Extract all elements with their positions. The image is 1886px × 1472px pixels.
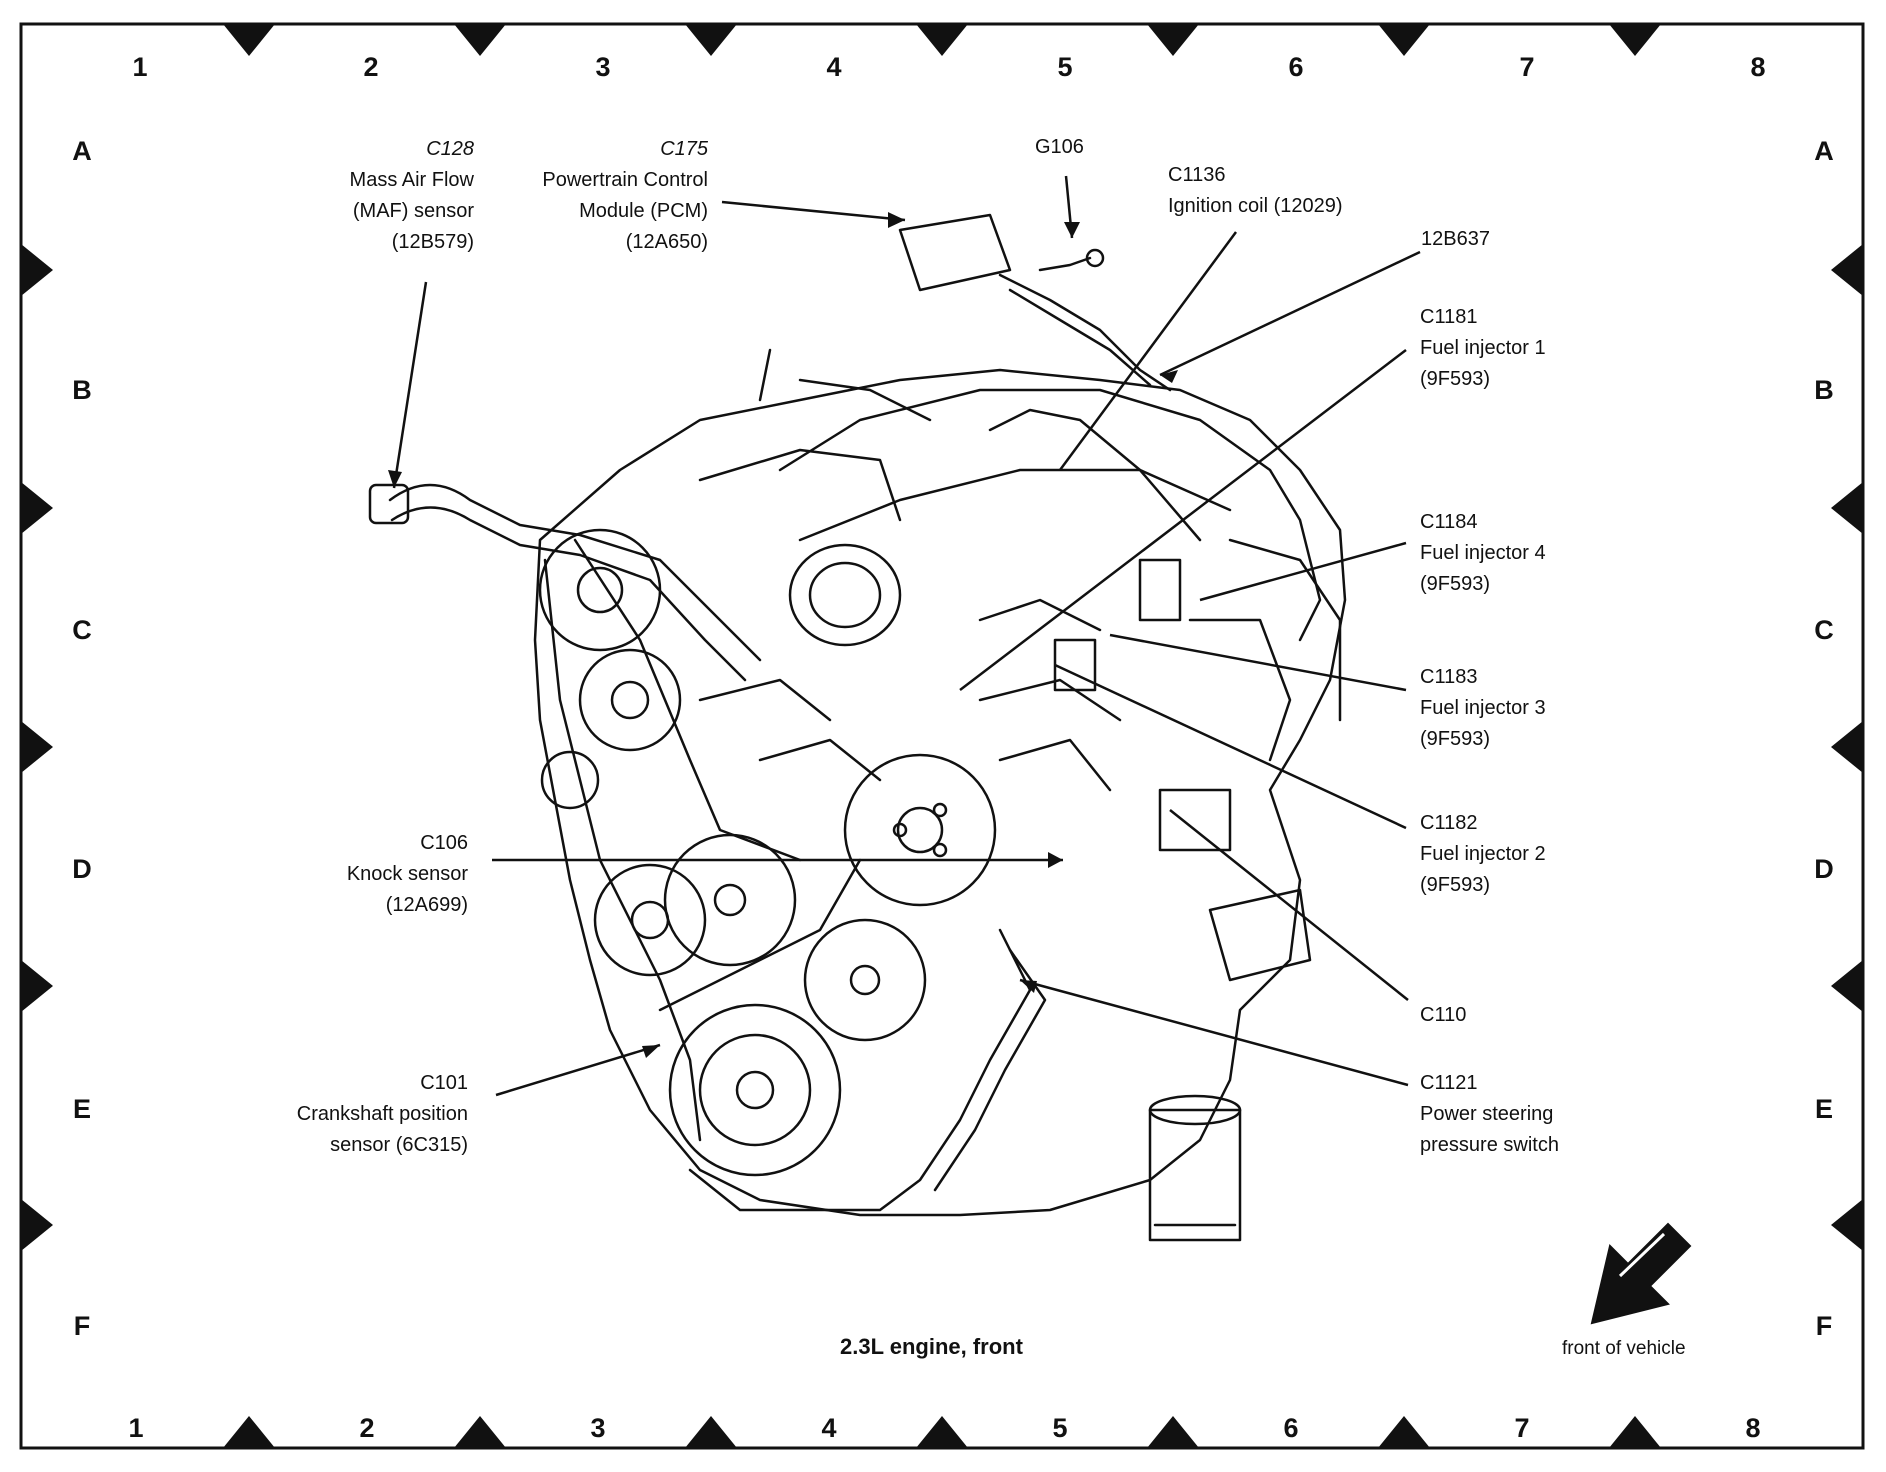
grid-column-label: 2 <box>363 52 379 82</box>
triangle-marker-icon <box>1831 1199 1863 1251</box>
label-c106: C106 Knock sensor (12A699) <box>346 832 468 916</box>
grid-column-label: 4 <box>821 1413 837 1443</box>
triangle-marker-icon <box>1378 24 1430 56</box>
triangle-marker-icon <box>1147 1416 1199 1448</box>
grid-column-label: 8 <box>1745 1413 1761 1443</box>
triangle-marker-icon <box>21 721 53 773</box>
grid-column-label: 2 <box>359 1413 375 1443</box>
label-c110: C110 <box>1420 1004 1467 1026</box>
triangle-marker-icon <box>916 24 968 56</box>
label-c175: C175 Powertrain Control Module (PCM) (12… <box>542 138 708 253</box>
arrow-down-left-icon <box>1590 1222 1692 1325</box>
label-c128: C128 Mass Air Flow (MAF) sensor (12B579) <box>349 138 474 253</box>
grid-column-label: 7 <box>1519 52 1535 82</box>
triangle-marker-icon <box>223 24 275 56</box>
front-of-vehicle-label: front of vehicle <box>1562 1338 1686 1359</box>
triangle-marker-icon <box>1609 24 1661 56</box>
triangle-marker-icon <box>1831 721 1863 773</box>
grid-column-label: 4 <box>826 52 842 82</box>
grid-marker-icon <box>223 24 1661 56</box>
triangle-marker-icon <box>21 960 53 1012</box>
grid-column-label: 3 <box>595 52 611 82</box>
label-c101: C101 Crankshaft position sensor (6C315) <box>296 1072 468 1156</box>
triangle-marker-icon <box>454 1416 506 1448</box>
grid-column-label: 1 <box>132 52 148 82</box>
triangle-marker-icon <box>916 1416 968 1448</box>
label-c1183: C1183 Fuel injector 3 (9F593) <box>1420 666 1546 750</box>
triangle-marker-icon <box>685 1416 737 1448</box>
label-c1182: C1182 Fuel injector 2 (9F593) <box>1420 812 1546 896</box>
label-c1136: C1136 Ignition coil (12029) <box>1168 164 1343 217</box>
grid-column-label: 7 <box>1514 1413 1530 1443</box>
grid-row-label: A <box>72 136 92 166</box>
label-c1181: C1181 Fuel injector 1 (9F593) <box>1420 306 1546 390</box>
grid-row-label: F <box>73 1311 91 1341</box>
triangle-marker-icon <box>21 244 53 296</box>
grid-column-label: 6 <box>1283 1413 1299 1443</box>
grid-row-label: C <box>72 615 92 645</box>
triangle-marker-icon <box>1609 1416 1661 1448</box>
grid-marker-icon <box>1831 244 1863 1251</box>
label-12b637: 12B637 <box>1421 228 1490 250</box>
grid-column-label: 8 <box>1750 52 1766 82</box>
grid-column-label: 1 <box>128 1413 144 1443</box>
grid-column-label: 5 <box>1057 52 1073 82</box>
triangle-marker-icon <box>1147 24 1199 56</box>
triangle-marker-icon <box>685 24 737 56</box>
grid-row-label: A <box>1814 136 1834 166</box>
label-g106: G106 <box>1035 136 1084 158</box>
grid-column-label: 3 <box>590 1413 606 1443</box>
triangle-marker-icon <box>1831 482 1863 534</box>
triangle-marker-icon <box>1378 1416 1430 1448</box>
grid-column-label: 5 <box>1052 1413 1068 1443</box>
grid-row-label: B <box>1814 375 1834 405</box>
triangle-marker-icon <box>21 1199 53 1251</box>
triangle-marker-icon <box>1831 960 1863 1012</box>
triangle-marker-icon <box>454 24 506 56</box>
grid-row-label: E <box>72 1094 91 1124</box>
grid-row-label: B <box>72 375 92 405</box>
grid-row-label: C <box>1814 615 1834 645</box>
grid-row-label: D <box>1814 854 1834 884</box>
label-c1184: C1184 Fuel injector 4 (9F593) <box>1420 511 1546 595</box>
label-c1121: C1121 Power steering pressure switch <box>1420 1072 1559 1156</box>
triangle-marker-icon <box>1831 244 1863 296</box>
grid-marker-icon <box>21 244 53 1251</box>
grid-row-label: F <box>1815 1311 1833 1341</box>
triangle-marker-icon <box>21 482 53 534</box>
grid-column-label: 6 <box>1288 52 1304 82</box>
grid-marker-icon <box>223 1416 1661 1448</box>
triangle-marker-icon <box>223 1416 275 1448</box>
grid-row-label: E <box>1814 1094 1833 1124</box>
grid-row-label: D <box>72 854 92 884</box>
diagram-caption: 2.3L engine, front <box>840 1334 1023 1359</box>
